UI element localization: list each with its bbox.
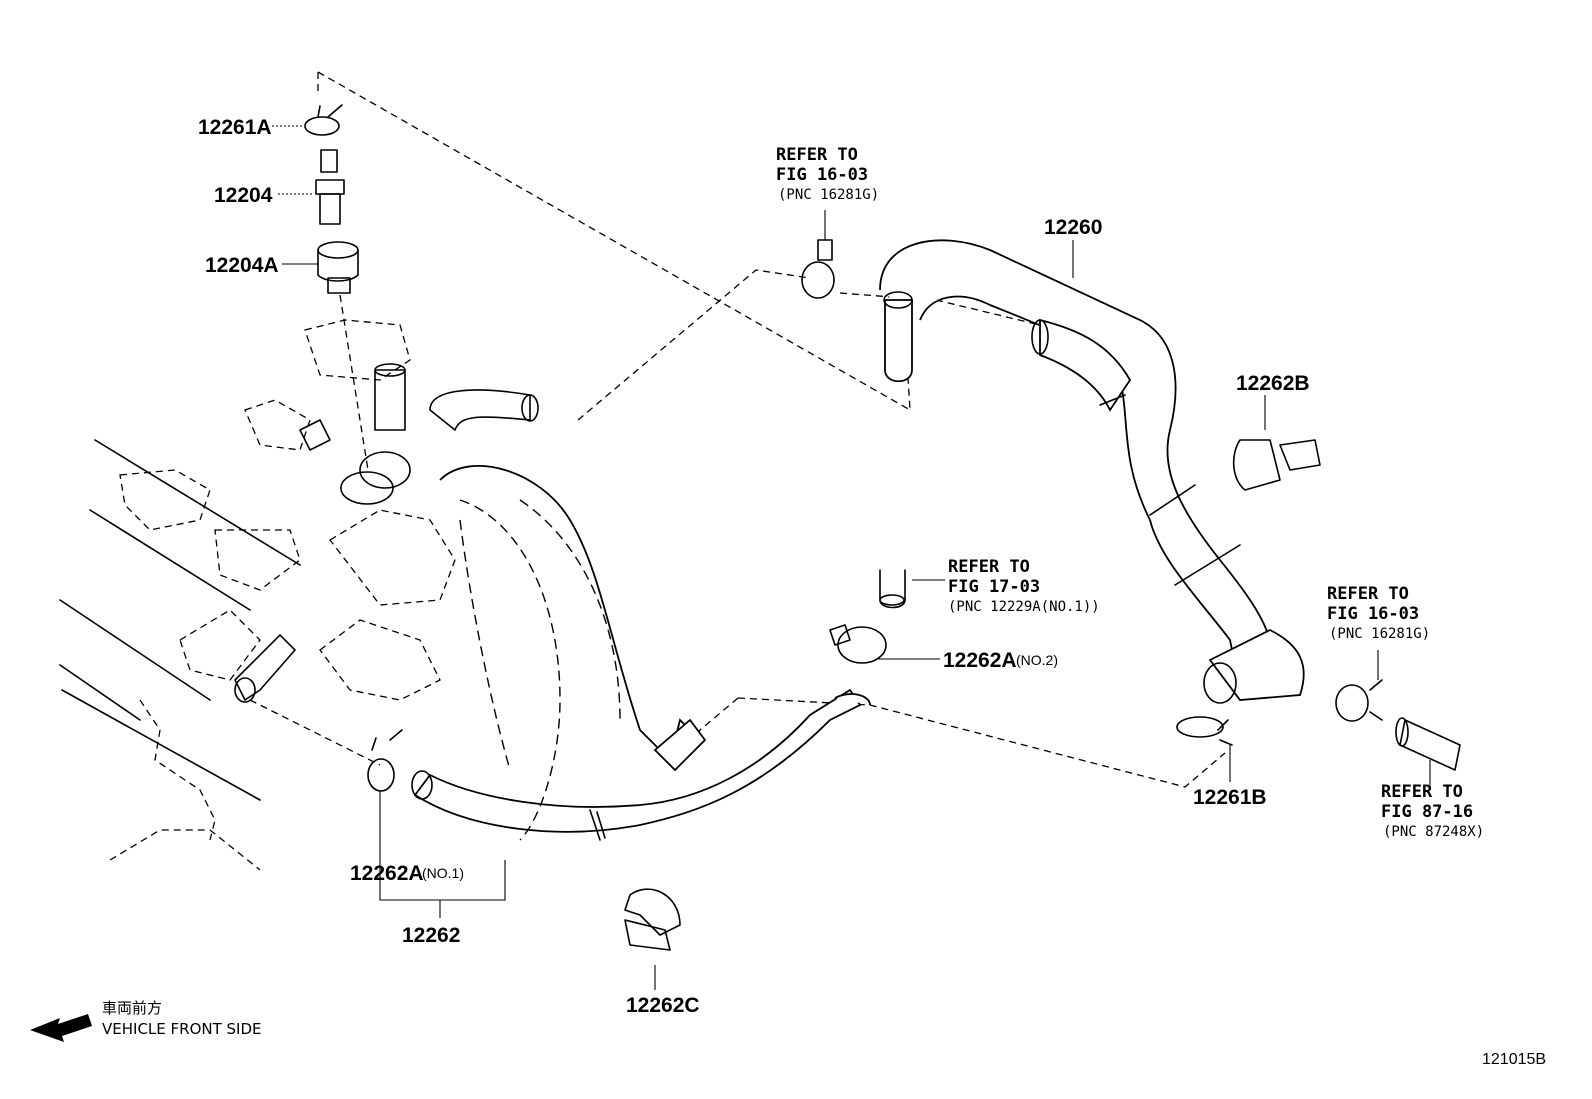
ref4-line3: (PNC 87248X) (1383, 824, 1484, 840)
clamp-12262A-no2 (837, 626, 887, 664)
hose-12262-drawing (411, 465, 871, 841)
leader-lines (272, 125, 1431, 990)
grommet-12204A-body (317, 249, 359, 282)
hose-12260-drawing (879, 239, 1305, 704)
ref3-line2: FIG 16-03 (1327, 604, 1419, 624)
label-12204[interactable]: 12204 (214, 184, 273, 207)
ref1-line2: FIG 16-03 (776, 165, 868, 185)
front-arrow-icon (30, 1014, 92, 1042)
refer-note-fig16-03-right[interactable]: REFER TO FIG 16-03 (PNC 16281G) (1327, 584, 1430, 642)
label-12261A[interactable]: 12261A (198, 116, 272, 139)
refer-note-fig87-16[interactable]: REFER TO FIG 87-16 (PNC 87248X) (1381, 782, 1484, 840)
refer-note-fig17-03[interactable]: REFER TO FIG 17-03 (PNC 12229A(NO.1)) (948, 557, 1100, 615)
label-12260[interactable]: 12260 (1044, 216, 1102, 239)
label-12262B[interactable]: 12262B (1236, 372, 1310, 395)
label-12262A-no2-sub: (NO.2) (1016, 652, 1058, 668)
clamps (367, 239, 1461, 951)
pcv-parts-stack (304, 104, 359, 294)
clamp-top-left (801, 261, 835, 299)
reference-notes: REFER TO FIG 16-03 (PNC 16281G) REFER TO… (776, 145, 1484, 840)
label-12261B[interactable]: 12261B (1193, 786, 1267, 809)
pcv-valve-shape (320, 149, 338, 173)
front-label-en: VEHICLE FRONT SIDE (102, 1020, 262, 1038)
grommet-12204A-stem (327, 277, 351, 294)
ref2-line3: (PNC 12229A(NO.1)) (948, 599, 1100, 615)
label-12262A-no1[interactable]: 12262A (350, 862, 424, 885)
ref4-line1: REFER TO (1381, 782, 1463, 802)
part-labels: 12261A 12204 12204A 12260 12262B 12262A … (198, 116, 1310, 1017)
label-12204A[interactable]: 12204A (205, 254, 279, 277)
clamp-12262C (624, 888, 681, 936)
label-12262A-no2[interactable]: 12262A (943, 649, 1017, 672)
ref2-line1: REFER TO (948, 557, 1030, 577)
clamp-right (1335, 684, 1369, 722)
grommet-12204A-top (317, 241, 359, 259)
vehicle-front-indicator: 車両前方 VEHICLE FRONT SIDE (30, 999, 262, 1042)
refer-note-fig16-03-top[interactable]: REFER TO FIG 16-03 (PNC 16281G) (776, 145, 879, 203)
ref2-line2: FIG 17-03 (948, 577, 1040, 597)
pcv-valve-tip (319, 193, 341, 225)
pcv-valve-body (315, 179, 345, 195)
clamp-12262A-no1 (367, 758, 395, 792)
figure-number: 121015B (1482, 1051, 1546, 1068)
engine-block-outline (59, 319, 539, 871)
label-12262[interactable]: 12262 (402, 924, 460, 947)
label-12262A-no1-sub: (NO.1) (422, 865, 464, 881)
clip-12261B-shape (1176, 716, 1224, 738)
ref1-line3: (PNC 16281G) (778, 187, 879, 203)
ref4-line2: FIG 87-16 (1381, 802, 1473, 822)
clamp-12262B (1232, 439, 1281, 491)
ref3-line3: (PNC 16281G) (1329, 626, 1430, 642)
clip-12261A-tabs (317, 104, 343, 118)
front-label-jp: 車両前方 (102, 999, 162, 1017)
label-12262C[interactable]: 12262C (626, 994, 700, 1017)
clip-12261A-shape (304, 116, 340, 136)
ref3-line1: REFER TO (1327, 584, 1409, 604)
ref1-line1: REFER TO (776, 145, 858, 165)
